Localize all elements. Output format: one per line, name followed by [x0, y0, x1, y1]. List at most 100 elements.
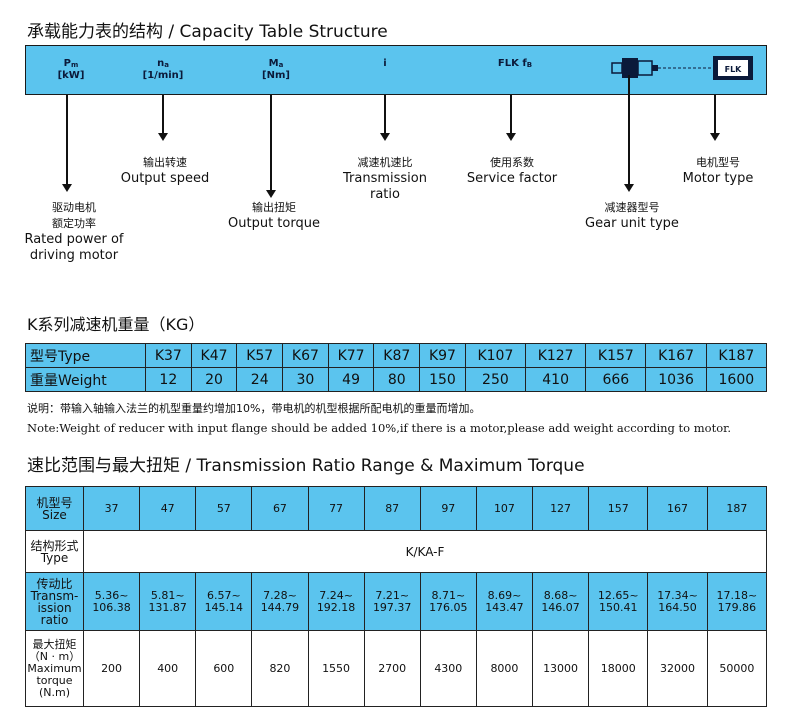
model-cell: K47 — [190, 343, 238, 368]
service-factor-cn: 使用系数 — [490, 156, 534, 169]
torque-cell: 4300 — [419, 630, 477, 707]
ratio-max: 144.79 — [260, 600, 300, 614]
model-cell: K127 — [525, 343, 587, 368]
weight-cell: 1036 — [645, 367, 707, 392]
torque-cell: 2700 — [363, 630, 421, 707]
type-header-cn: 结构形式 — [30, 538, 79, 553]
label-rated-power: 驱动电机 额定功率 Rated power of driving motor — [14, 200, 134, 264]
torque-cell: 1550 — [307, 630, 365, 707]
ratio-header-en2: ission — [37, 600, 72, 615]
ratio-max: 131.87 — [148, 600, 187, 614]
gear-unit-type-en: Gear unit type — [585, 216, 679, 231]
size-cell: 167 — [647, 486, 708, 531]
label-service-factor: 使用系数 Service factor — [452, 155, 572, 187]
type-row: 结构形式 Type K/KA-F — [25, 530, 767, 573]
capacity-title: 承载能力表的结构 / Capacity Table Structure — [27, 22, 388, 42]
size-cell: 107 — [475, 486, 534, 531]
ratio-cell: 5.36~106.38 — [82, 572, 141, 631]
torque-header-en3: (N.m) — [38, 685, 71, 699]
weight-cell: 20 — [190, 367, 238, 392]
size-cell: 67 — [251, 486, 309, 531]
transmission-ratio-cn: 减速机速比 — [357, 156, 413, 169]
ratio-row-header: 传动比 Transm- ission ratio — [25, 572, 84, 631]
size-cell: 77 — [307, 486, 365, 531]
ratio-cell: 7.24~192.18 — [307, 572, 365, 631]
size-cell: 47 — [139, 486, 197, 531]
output-torque-en: Output torque — [228, 216, 320, 231]
weight-title: K系列减速机重量（KG） — [27, 315, 205, 334]
ratio-max: 143.47 — [485, 600, 524, 614]
size-cell: 127 — [531, 486, 590, 531]
model-cell: K157 — [585, 343, 647, 368]
ratio-cell: 7.21~197.37 — [363, 572, 421, 631]
na-sub: a — [164, 61, 169, 69]
output-torque-cn: 输出扭矩 — [252, 201, 296, 214]
model-cell: K37 — [145, 343, 192, 368]
size-cell: 97 — [419, 486, 477, 531]
service-factor-en: Service factor — [466, 171, 558, 186]
model-cell: K67 — [282, 343, 329, 368]
ratio-header-cn: 传动比 — [36, 576, 73, 591]
weight-cell: 410 — [525, 367, 587, 392]
torque-header-en1: Maximum — [27, 661, 82, 675]
ratio-cell: 5.81~131.87 — [139, 572, 197, 631]
rated-power-cn1: 驱动电机 — [52, 201, 96, 214]
size-cell: 157 — [588, 486, 649, 531]
weight-cell: 24 — [236, 367, 284, 392]
size-header-en: Size — [42, 507, 67, 522]
weight-note-en: Note:Weight of reducer with input flange… — [27, 421, 732, 435]
label-motor-type: 电机型号 Motor type — [658, 155, 778, 187]
pm-cell: Pm [kW] — [56, 58, 86, 82]
torque-cell: 18000 — [588, 630, 649, 707]
rated-power-en1: Rated power of — [24, 232, 124, 247]
torque-header-cn: 最大扭矩 — [32, 637, 77, 651]
ratio-max: 146.07 — [541, 600, 580, 614]
model-cell: K57 — [236, 343, 284, 368]
model-cell: K107 — [464, 343, 527, 368]
ratio-title: 速比范围与最大扭矩 / Transmission Ratio Range & M… — [27, 456, 585, 476]
ratio-cell: 17.18~179.86 — [706, 572, 768, 631]
label-output-torque: 输出扭矩 Output torque — [214, 200, 334, 232]
arrow-na — [158, 95, 168, 141]
size-cell: 87 — [363, 486, 421, 531]
motor-type-en: Motor type — [682, 171, 754, 186]
arrow-gear — [624, 75, 634, 192]
torque-row: 最大扭矩 （N · m） Maximum torque (N.m) 200 40… — [25, 630, 768, 707]
ratio-min: 7.21~ — [375, 588, 410, 602]
type-row-header: 结构形式 Type — [25, 530, 84, 573]
weight-cell: 49 — [327, 367, 375, 392]
torque-cell: 820 — [251, 630, 309, 707]
i-symbol: i — [383, 58, 387, 69]
ratio-max: 192.18 — [316, 600, 356, 614]
ratio-min: 8.68~ — [543, 588, 578, 602]
weight-cell: 666 — [585, 367, 647, 392]
ma-cell: Ma [Nm] — [256, 58, 296, 82]
flk-cell: FLK fB — [490, 58, 540, 70]
rated-power-cn2: 额定功率 — [52, 217, 96, 230]
flk-symbol: FLK f — [497, 58, 527, 69]
output-speed-cn: 输出转速 — [143, 156, 187, 169]
ratio-cell: 12.65~150.41 — [588, 572, 649, 631]
output-speed-en: Output speed — [120, 171, 210, 186]
torque-cell: 600 — [195, 630, 253, 707]
model-cell: K87 — [373, 343, 421, 368]
torque-cell: 8000 — [475, 630, 534, 707]
na-cell: na [1/min] — [138, 58, 188, 82]
torque-cell: 13000 — [531, 630, 590, 707]
ma-unit: [Nm] — [262, 70, 290, 81]
model-cell: K167 — [645, 343, 707, 368]
motor-type-cn: 电机型号 — [696, 156, 740, 169]
ratio-min: 5.36~ — [94, 588, 129, 602]
torque-cell: 200 — [82, 630, 141, 707]
ratio-cell: 7.28~144.79 — [251, 572, 309, 631]
ratio-cell: 8.69~143.47 — [475, 572, 534, 631]
gear-motor-icon: FLK — [611, 56, 753, 80]
weight-cell: 1600 — [705, 367, 768, 392]
ratio-min: 7.28~ — [263, 588, 297, 602]
capacity-bar: Pm [kW] na [1/min] Ma [Nm] i FLK fB FLK — [25, 45, 767, 95]
pm-unit: [kW] — [57, 70, 85, 81]
ratio-header-en3: ratio — [40, 612, 69, 627]
weight-header: 重量Weight — [25, 367, 146, 392]
size-header-cn: 机型号 — [36, 495, 73, 510]
transmission-ratio-en1: Transmission — [343, 171, 427, 186]
